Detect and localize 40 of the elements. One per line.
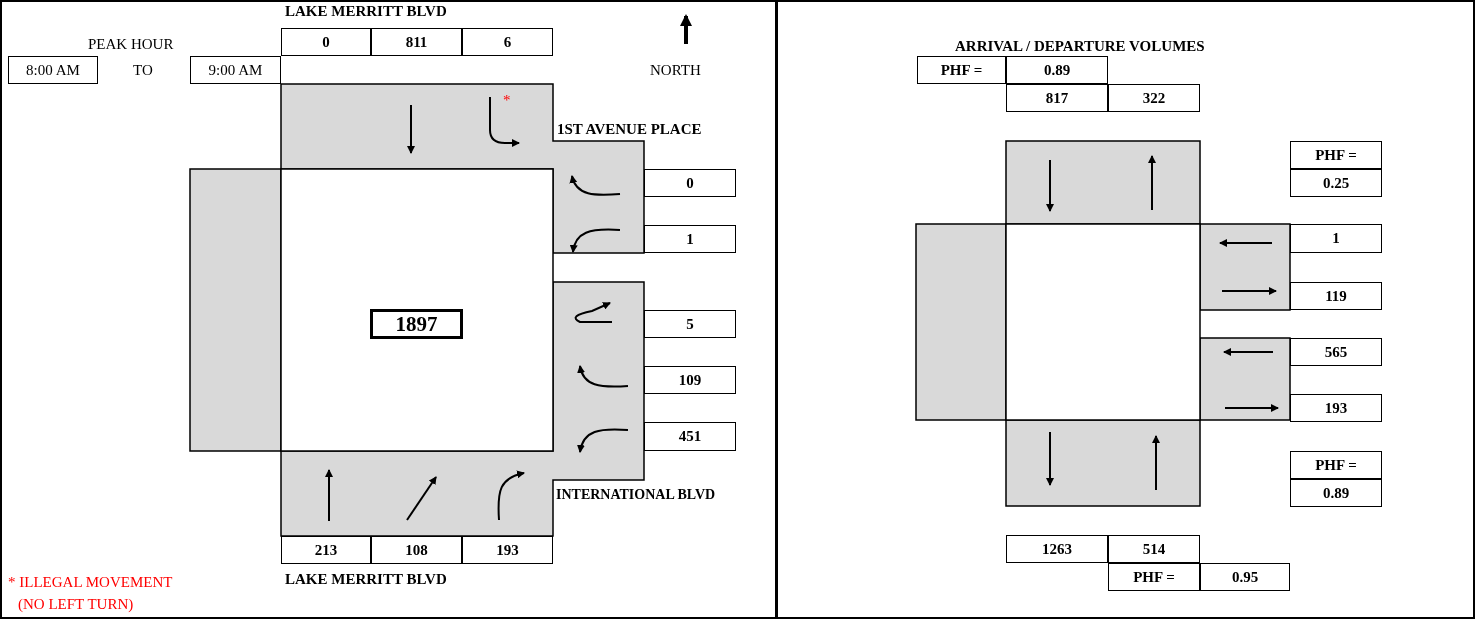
phf-value-cell: 0.89 xyxy=(1006,56,1108,84)
phf-cell: PHF = xyxy=(917,56,1006,84)
phf-value-cell: 0.89 xyxy=(1290,479,1382,507)
count-cell: 109 xyxy=(644,366,736,394)
volume-cell: 565 xyxy=(1290,338,1382,366)
phf-cell: PHF = xyxy=(1108,563,1200,591)
street-name: LAKE MERRITT BLVD xyxy=(285,571,447,588)
count-cell: 6 xyxy=(462,28,553,56)
phf-cell: PHF = xyxy=(1290,451,1382,479)
phf-value-cell: 0.95 xyxy=(1200,563,1290,591)
count-cell: 811 xyxy=(371,28,462,56)
count-cell: 108 xyxy=(371,536,462,564)
volume-cell: 817 xyxy=(1006,84,1108,112)
illegal-movement-mark: * xyxy=(503,92,511,109)
time-cell: 8:00 AM xyxy=(8,56,98,84)
panel-title: ARRIVAL / DEPARTURE VOLUMES xyxy=(955,38,1205,55)
count-cell: 0 xyxy=(281,28,371,56)
volume-cell: 514 xyxy=(1108,535,1200,563)
count-cell: 5 xyxy=(644,310,736,338)
volume-cell: 1 xyxy=(1290,224,1382,253)
north-label: NORTH xyxy=(650,62,701,79)
time-heading: PEAK HOUR xyxy=(88,36,174,53)
count-cell: 451 xyxy=(644,422,736,451)
time-separator: TO xyxy=(133,62,153,79)
phf-cell: PHF = xyxy=(1290,141,1382,169)
street-name: INTERNATIONAL BLVD xyxy=(556,487,716,503)
legend-note: * ILLEGAL MOVEMENT (NO LEFT TURN) xyxy=(8,573,174,614)
phf-value-cell: 0.25 xyxy=(1290,169,1382,197)
volume-cell: 119 xyxy=(1290,282,1382,310)
volume-cell: 322 xyxy=(1108,84,1200,112)
count-cell: 1 xyxy=(644,225,736,253)
volume-cell: 1263 xyxy=(1006,535,1108,563)
time-cell: 9:00 AM xyxy=(190,56,281,84)
street-name: LAKE MERRITT BLVD xyxy=(285,3,447,20)
count-cell: 213 xyxy=(281,536,371,564)
street-name: 1ST AVENUE PLACE xyxy=(557,121,702,138)
count-cell: 193 xyxy=(462,536,553,564)
count-cell: 0 xyxy=(644,169,736,197)
volume-cell: 193 xyxy=(1290,394,1382,422)
total-count-cell: 1897 xyxy=(370,309,463,339)
